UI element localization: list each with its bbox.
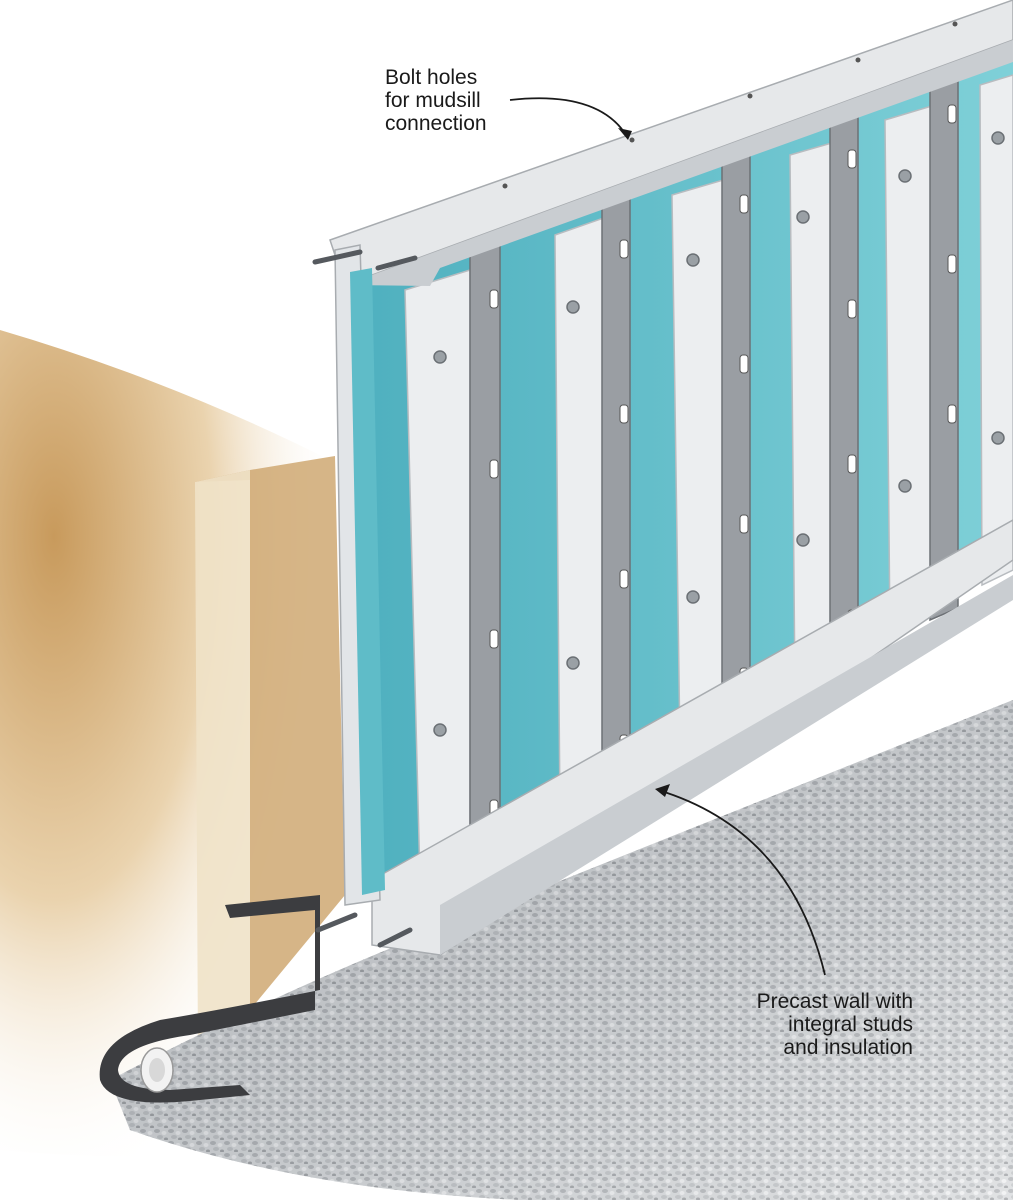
concrete-ribs [404,74,1013,882]
drain-pipe-icon [140,1047,174,1093]
soil-block [195,456,345,1010]
bolt-holes-arrow [509,97,629,139]
precast-wall-label: Precast wall with integral studs and ins… [756,990,913,1059]
precast-wall-arrow [657,789,826,976]
drainage-membrane-icon [99,895,321,1103]
mudsill-bolt-holes [502,21,958,189]
bolt-holes-label: Bolt holes for mudsill connection [385,66,487,135]
rebar-icon [312,249,418,948]
bolt-hole-icon [433,131,1005,737]
